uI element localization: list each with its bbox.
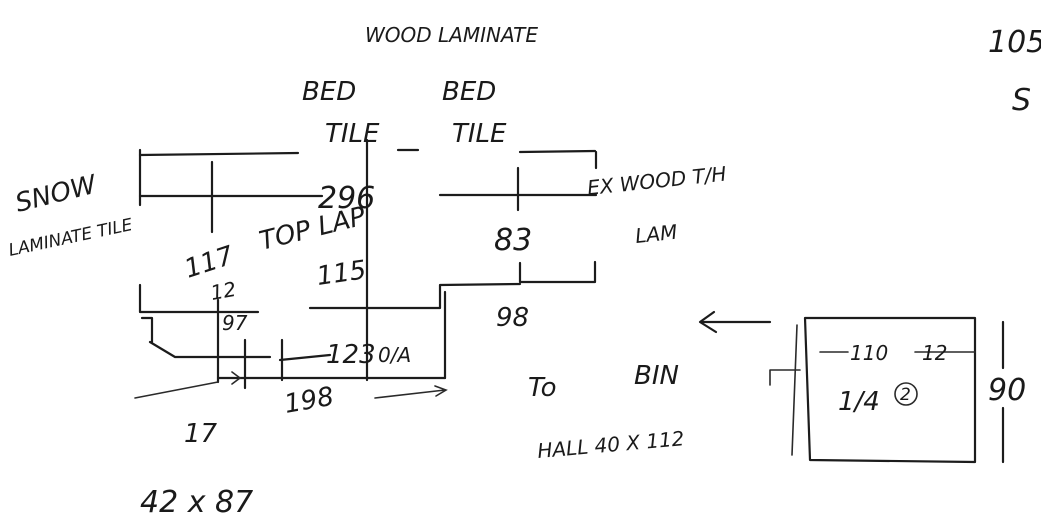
dim-17-tick <box>231 371 242 385</box>
label-bed-left: BED <box>302 77 356 107</box>
label-lam-right: LAM <box>634 220 678 248</box>
label-bin: BIN <box>634 361 679 391</box>
label-corner-s: S <box>1012 83 1031 118</box>
label-snow: SNOW <box>12 170 100 219</box>
label-tile-left: TILE <box>325 119 380 149</box>
label-dim-17: 17 <box>184 419 218 449</box>
handwritten-labels: WOOD LAMINATE BED BED TILE TILE 296 SNOW… <box>7 23 1041 520</box>
label-bed-right: BED <box>442 77 496 107</box>
lower-right-step <box>308 282 522 310</box>
label-dim-83: 83 <box>494 223 532 258</box>
label-dim-296: 296 <box>318 181 375 216</box>
label-dim-12-a: 12 <box>209 277 238 305</box>
label-dim-198: 198 <box>282 382 336 420</box>
label-room-circle: 2 <box>900 385 911 405</box>
label-room-fraction: 1/4 <box>838 387 880 417</box>
label-dim-0a: 0/A <box>378 343 411 367</box>
label-corner-105: 105 <box>988 25 1041 60</box>
bracket-83-left <box>518 260 597 284</box>
top-line-right <box>518 149 597 154</box>
bottom-dim-left <box>134 381 219 399</box>
label-dim-123: 123 <box>326 340 376 370</box>
lower-hall-line <box>148 340 272 359</box>
left-arrow-head <box>698 310 718 334</box>
lower-left-wall <box>138 283 260 314</box>
label-tile-right: TILE <box>452 119 507 149</box>
right-room-double-wall <box>791 324 798 456</box>
bottom-dim-right <box>374 389 446 399</box>
label-size-42x87: 42 x 87 <box>140 485 253 520</box>
label-room-90: 90 <box>988 373 1026 408</box>
label-dim-115: 115 <box>315 255 368 292</box>
plan-lines <box>134 138 1005 464</box>
label-top-lap: TOP LAP <box>256 201 369 256</box>
label-wood-laminate: WOOD LAMINATE <box>365 23 538 47</box>
label-room-110: 110 <box>850 341 888 365</box>
label-dim-97: 97 <box>222 311 248 335</box>
room-circle-mark <box>894 382 918 406</box>
top-line-left <box>138 151 300 157</box>
label-hall: HALL 40 X 112 <box>536 426 685 463</box>
right-room-small-arrow <box>769 369 801 386</box>
label-ex-wood: EX WOOD T/H <box>586 161 727 199</box>
right-room-box <box>803 316 977 464</box>
label-dim-98-top: 98 <box>496 303 529 333</box>
label-laminate-tile: LAMINATE TILE <box>7 215 135 261</box>
bottom-arrow-head <box>434 385 448 397</box>
label-room-12: 12 <box>922 341 947 365</box>
hall-cross <box>278 353 332 362</box>
label-to: To <box>528 373 557 403</box>
lower-inner-step <box>140 316 154 344</box>
